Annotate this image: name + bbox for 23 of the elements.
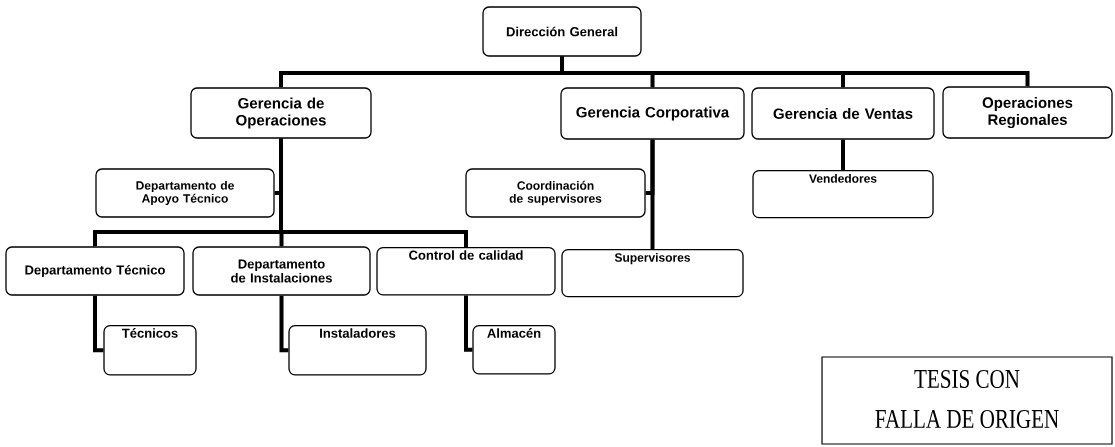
org-box: Instaladores	[288, 325, 427, 376]
org-box: Coordinación de supervisores	[465, 168, 646, 218]
connector-line	[560, 56, 1030, 87]
stamp: TESIS CON FALLA DE ORIGEN	[821, 356, 1113, 445]
connector-line	[841, 139, 845, 170]
org-box: Dirección General	[482, 6, 642, 57]
org-box: Gerencia de Ventas	[751, 87, 935, 140]
org-box: Vendedores	[752, 170, 934, 219]
org-box: Supervisores	[561, 249, 744, 298]
connector-line	[650, 139, 655, 249]
org-box: Control de calidad	[376, 247, 556, 296]
org-box: Almacén	[472, 325, 556, 375]
connector-line	[279, 138, 468, 247]
org-box: Operaciones Regionales	[942, 86, 1113, 139]
org-box: Gerencia Corporativa	[560, 87, 745, 140]
org-box: Departamento Técnico	[5, 246, 185, 296]
org-box: Departamento de Instalaciones	[192, 246, 371, 296]
org-box: Gerencia de Operaciones	[190, 87, 372, 139]
connector-line	[464, 295, 473, 352]
connector-line	[93, 295, 104, 353]
org-box: Técnicos	[103, 325, 197, 376]
org-box: Departamento de Apoyo Técnico	[95, 168, 275, 218]
connector-line	[279, 295, 289, 353]
